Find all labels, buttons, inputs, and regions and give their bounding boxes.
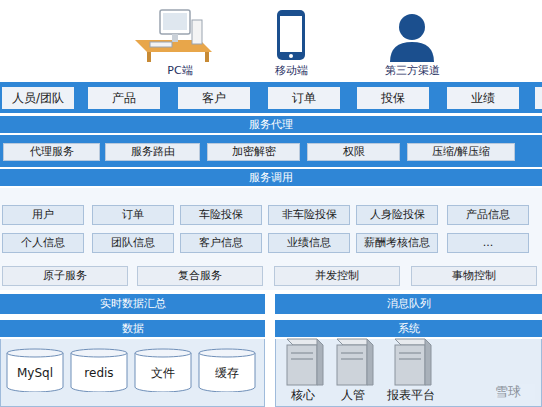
node-label: 代理服务 bbox=[3, 143, 100, 161]
service-box: 代理服务 bbox=[3, 143, 100, 161]
entity-box: 业绩 bbox=[447, 87, 519, 109]
resource-panel: 数据 MySql redis 文件缓存 bbox=[0, 320, 265, 407]
service-call-layer: 服务调用用户订单车险投保非车险投保人身险投保产品信息个人信息团队信息客户信息业绩… bbox=[0, 169, 542, 290]
node-label: ... bbox=[447, 233, 529, 253]
node-label: 非车险投保 bbox=[268, 205, 350, 225]
node-label: 产品 bbox=[88, 87, 160, 109]
service-box: ... bbox=[447, 233, 529, 253]
node-label: 人员/团队 bbox=[2, 87, 74, 109]
channel-label: 第三方渠道 bbox=[377, 63, 447, 79]
node-label: 团队信息 bbox=[92, 233, 174, 253]
node-label: 车险投保 bbox=[180, 205, 262, 225]
server-icon bbox=[330, 338, 376, 386]
node-label: 实时数据汇总 bbox=[0, 294, 265, 314]
service-box: 权限 bbox=[307, 143, 400, 161]
phone-icon bbox=[277, 10, 305, 60]
service-box: 非车险投保 bbox=[268, 205, 350, 225]
node-label: 业绩 bbox=[447, 87, 519, 109]
node-label: redis bbox=[70, 366, 128, 380]
partial-box bbox=[535, 87, 542, 109]
server-node: 报表平台 bbox=[380, 338, 442, 404]
top-band bbox=[0, 82, 542, 113]
service-box: 订单 bbox=[92, 205, 174, 225]
node-label: 核心 bbox=[280, 388, 326, 402]
service-box: 并发控制 bbox=[274, 266, 400, 286]
node-label: 缓存 bbox=[198, 366, 256, 380]
service-box: 人身险投保 bbox=[356, 205, 438, 225]
entity-box: 客户 bbox=[178, 87, 250, 109]
service-box: 个人信息 bbox=[2, 233, 84, 253]
server-node: 人管 bbox=[330, 338, 376, 404]
layer-bar: 消息队列 bbox=[275, 294, 542, 314]
service-box: 产品信息 bbox=[447, 205, 529, 225]
channel-label: PC端 bbox=[150, 63, 210, 79]
node-label: 客户 bbox=[178, 87, 250, 109]
service-box: 事物控制 bbox=[411, 266, 537, 286]
node-label: 压缩/解压缩 bbox=[407, 143, 515, 161]
node-label: 并发控制 bbox=[274, 266, 400, 286]
node-label: 加密解密 bbox=[207, 143, 300, 161]
entity-box: 订单 bbox=[268, 87, 340, 109]
server-icon bbox=[280, 338, 326, 386]
entity-box: 投保 bbox=[357, 87, 429, 109]
service-box: 加密解密 bbox=[207, 143, 300, 161]
channel-label: 移动端 bbox=[261, 63, 321, 79]
node-label: 个人信息 bbox=[2, 233, 84, 253]
service-box: 团队信息 bbox=[92, 233, 174, 253]
node-label: 订单 bbox=[92, 205, 174, 225]
database-cylinder: 文件 bbox=[134, 348, 192, 392]
service-box: 业绩信息 bbox=[268, 233, 350, 253]
layer-heading: 系统 bbox=[275, 320, 542, 337]
entity-box: 人员/团队 bbox=[2, 87, 74, 109]
service-box: 复合服务 bbox=[137, 266, 263, 286]
node-label: 报表平台 bbox=[380, 388, 442, 402]
database-cylinder: MySql bbox=[6, 348, 64, 392]
node-label: 复合服务 bbox=[137, 266, 263, 286]
node-label: 事物控制 bbox=[411, 266, 537, 286]
node-label: 权限 bbox=[307, 143, 400, 161]
service-box: 压缩/解压缩 bbox=[407, 143, 515, 161]
layer-heading: 数据 bbox=[0, 320, 265, 337]
node-label: MySql bbox=[6, 366, 64, 380]
person-icon bbox=[390, 14, 434, 62]
node-label: 投保 bbox=[357, 87, 429, 109]
entity-box: 产品 bbox=[88, 87, 160, 109]
pc-icon bbox=[135, 10, 212, 62]
service-box: 原子服务 bbox=[2, 266, 128, 286]
service-box: 服务路由 bbox=[105, 143, 200, 161]
node-label: 用户 bbox=[2, 205, 84, 225]
node-label: 消息队列 bbox=[275, 294, 542, 314]
node-label: 产品信息 bbox=[447, 205, 529, 225]
proxy-layer: 服务代理代理服务服务路由加密解密权限压缩/解压缩 bbox=[0, 116, 542, 167]
service-box: 薪酬考核信息 bbox=[356, 233, 438, 253]
node-label: 订单 bbox=[268, 87, 340, 109]
service-box: 车险投保 bbox=[180, 205, 262, 225]
layer-heading: 服务调用 bbox=[0, 169, 542, 186]
node-label: 业绩信息 bbox=[268, 233, 350, 253]
watermark: 雪球 bbox=[495, 384, 535, 400]
node-label: 人管 bbox=[330, 388, 376, 402]
database-cylinder: 缓存 bbox=[198, 348, 256, 392]
service-box: 用户 bbox=[2, 205, 84, 225]
server-icon bbox=[380, 338, 442, 386]
node-label: 客户信息 bbox=[180, 233, 262, 253]
server-node: 核心 bbox=[280, 338, 326, 404]
service-box: 客户信息 bbox=[180, 233, 262, 253]
node-label: 服务路由 bbox=[105, 143, 200, 161]
node-label: 文件 bbox=[134, 366, 192, 380]
layer-bar: 实时数据汇总 bbox=[0, 294, 265, 314]
database-cylinder: redis bbox=[70, 348, 128, 392]
node-label: 原子服务 bbox=[2, 266, 128, 286]
layer-heading: 服务代理 bbox=[0, 116, 542, 133]
node-label: 薪酬考核信息 bbox=[356, 233, 438, 253]
node-label: 人身险投保 bbox=[356, 205, 438, 225]
